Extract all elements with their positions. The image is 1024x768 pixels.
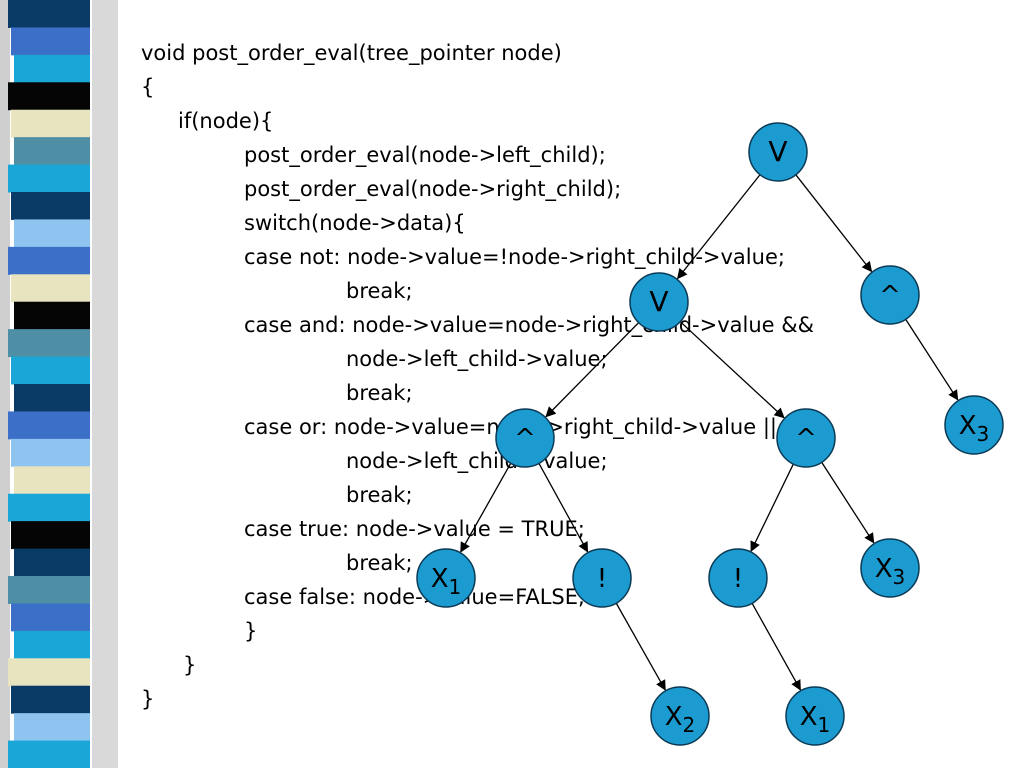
tree-node-label: V	[768, 135, 787, 168]
tree-edge-left-or-to-and-left	[545, 322, 640, 418]
tree-node-symbol: X	[800, 702, 818, 732]
code-line: post_order_eval(node->left_child);	[244, 143, 606, 167]
code-line: node->left_child->value;	[346, 449, 608, 473]
tree-node-subscript: 1	[818, 713, 831, 737]
tree-node-label: ^	[514, 424, 536, 454]
tree-node-left-or: V	[629, 272, 689, 332]
tree-edge-root-or-to-right-and	[795, 174, 873, 273]
tree-node-symbol: !	[733, 564, 743, 594]
tree-edge-not-left-to-x2-leaf	[615, 602, 666, 691]
tree-node-label: X2	[665, 702, 696, 737]
tree-node-symbol: X	[959, 411, 977, 441]
tree-edge-and-left-to-not-left	[538, 463, 589, 553]
tree-node-circle	[416, 548, 476, 608]
tree-node-symbol: X	[431, 564, 449, 594]
tree-node-symbol: !	[597, 564, 607, 594]
tree-node-right-and: ^	[860, 265, 920, 325]
tree-edge-left-or-to-and-right	[679, 321, 785, 419]
code-line: void post_order_eval(tree_pointer node)	[141, 41, 562, 65]
tree-node-label: !	[733, 564, 743, 594]
tree-node-x3-bottom: X3	[860, 538, 920, 598]
tree-node-symbol: X	[875, 554, 893, 584]
code-line: case not: node->value=!node->right_child…	[244, 245, 785, 269]
code-line: break;	[346, 551, 413, 575]
tree-node-not-right: !	[708, 548, 768, 608]
tree-edge-and-left-to-x1-left	[460, 462, 512, 553]
code-line: case true: node->value = TRUE;	[244, 517, 585, 541]
tree-node-circle	[748, 122, 808, 182]
tree-node-symbol: ^	[879, 281, 901, 311]
tree-edge-not-right-to-x1-leaf	[751, 603, 801, 691]
tree-node-symbol: V	[649, 285, 668, 318]
tree-node-circle	[944, 395, 1004, 455]
tree-edge-right-and-to-x3-top	[905, 319, 959, 401]
tree-node-label: X3	[959, 411, 990, 446]
code-line: }	[141, 687, 155, 711]
tree-node-circle	[776, 408, 836, 468]
decorative-stripe-bar	[0, 0, 118, 768]
tree-node-subscript: 1	[449, 575, 462, 599]
tree-node-x1-left: X1	[416, 548, 476, 608]
tree-node-subscript: 2	[683, 713, 696, 737]
tree-node-label: !	[597, 564, 607, 594]
code-line: switch(node->data){	[244, 211, 466, 235]
tree-node-subscript: 3	[977, 422, 990, 446]
tree-node-label: X1	[800, 702, 831, 737]
code-line: }	[244, 619, 258, 643]
tree-edge-root-or-to-left-or	[676, 174, 761, 280]
tree-node-x3-top: X3	[944, 395, 1004, 455]
tree-node-symbol: V	[768, 135, 787, 168]
tree-edge-and-right-to-x3-bottom	[821, 462, 875, 544]
tree-node-circle	[708, 548, 768, 608]
tree-node-circle	[495, 408, 555, 468]
tree-node-symbol: ^	[514, 424, 536, 454]
tree-node-root-or: V	[748, 122, 808, 182]
code-line: break;	[346, 483, 413, 507]
tree-node-label: ^	[879, 281, 901, 311]
tree-node-circle	[650, 686, 710, 746]
code-line: {	[141, 75, 155, 99]
tree-node-label: ^	[795, 424, 817, 454]
tree-node-circle	[785, 686, 845, 746]
tree-node-label: V	[649, 285, 668, 318]
tree-edge-and-right-to-not-right	[750, 463, 794, 552]
tree-node-symbol: ^	[795, 424, 817, 454]
code-line: break;	[346, 381, 413, 405]
tree-node-circle	[860, 265, 920, 325]
tree-node-label: X3	[875, 554, 906, 589]
code-line: post_order_eval(node->right_child);	[244, 177, 622, 201]
tree-node-circle	[629, 272, 689, 332]
tree-node-and-right: ^	[776, 408, 836, 468]
tree-node-symbol: X	[665, 702, 683, 732]
tree-node-circle	[860, 538, 920, 598]
tree-node-and-left: ^	[495, 408, 555, 468]
tree-node-subscript: 3	[893, 565, 906, 589]
tree-node-x1-leaf: X1	[785, 686, 845, 746]
code-line: case and: node->value=node->right_child-…	[244, 313, 814, 337]
code-line: }	[183, 653, 197, 677]
code-line: node->left_child->value;	[346, 347, 608, 371]
tree-node-circle	[572, 548, 632, 608]
code-line: if(node){	[178, 109, 274, 133]
tree-node-label: X1	[431, 564, 462, 599]
tree-node-x2-leaf: X2	[650, 686, 710, 746]
code-line: case false: node->value=FALSE;	[244, 585, 586, 609]
code-line: break;	[346, 279, 413, 303]
tree-node-not-left: !	[572, 548, 632, 608]
